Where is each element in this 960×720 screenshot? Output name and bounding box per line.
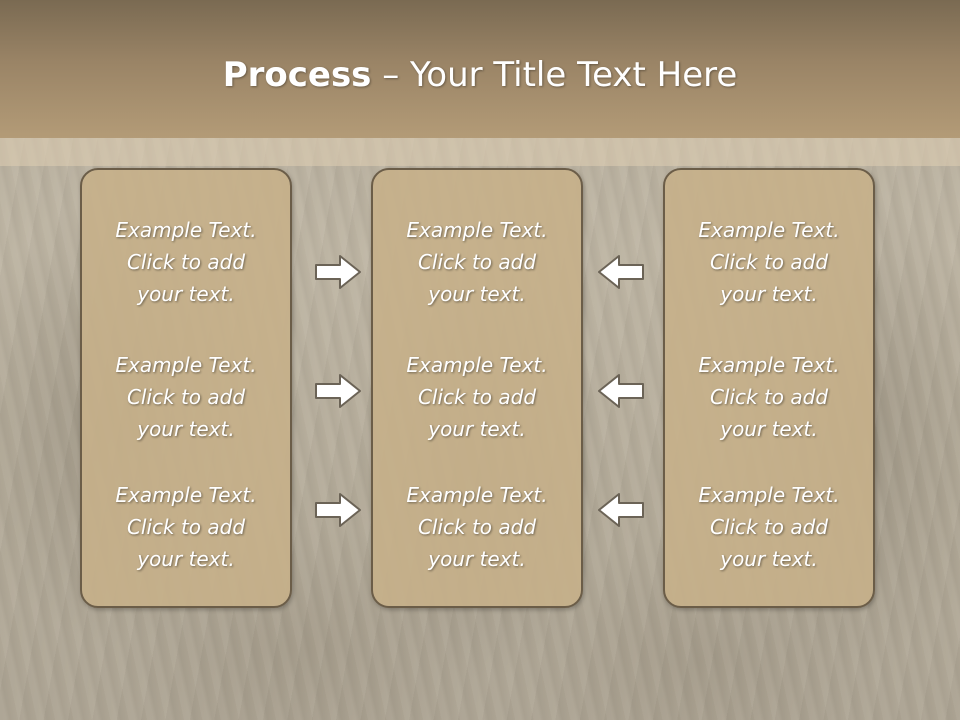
text-line: Click to add	[417, 250, 537, 274]
text-line: Click to add	[417, 515, 537, 539]
text-line: your text.	[137, 417, 235, 441]
text-line: Click to add	[709, 250, 829, 274]
text-line: Example Text.	[698, 353, 840, 377]
text-line: Example Text.	[698, 483, 840, 507]
text-placeholder[interactable]: Example Text. Click to add your text.	[82, 214, 290, 310]
text-line: Click to add	[126, 250, 246, 274]
text-line: your text.	[720, 417, 818, 441]
text-line: your text.	[428, 417, 526, 441]
slide-title[interactable]: Process – Your Title Text Here	[0, 52, 960, 98]
text-line: Click to add	[126, 385, 246, 409]
text-placeholder[interactable]: Example Text. Click to add your text.	[665, 214, 873, 310]
text-line: your text.	[428, 282, 526, 306]
text-line: Click to add	[709, 515, 829, 539]
text-placeholder[interactable]: Example Text. Click to add your text.	[373, 349, 581, 445]
text-placeholder[interactable]: Example Text. Click to add your text.	[373, 479, 581, 575]
text-placeholder[interactable]: Example Text. Click to add your text.	[373, 214, 581, 310]
text-line: Example Text.	[406, 353, 548, 377]
text-line: Example Text.	[115, 353, 257, 377]
text-placeholder[interactable]: Example Text. Click to add your text.	[82, 349, 290, 445]
text-line: Click to add	[126, 515, 246, 539]
header-shadow-band	[0, 138, 960, 166]
arrow-left-icon[interactable]	[597, 372, 645, 410]
title-bold-part: Process	[222, 55, 372, 95]
arrow-left-icon[interactable]	[597, 491, 645, 529]
arrow-right-icon[interactable]	[314, 372, 362, 410]
text-line: your text.	[137, 282, 235, 306]
text-line: Example Text.	[406, 483, 548, 507]
text-placeholder[interactable]: Example Text. Click to add your text.	[665, 349, 873, 445]
text-line: Example Text.	[698, 218, 840, 242]
arrow-right-icon[interactable]	[314, 253, 362, 291]
title-rest-part: – Your Title Text Here	[371, 55, 738, 95]
text-line: your text.	[137, 547, 235, 571]
process-panel-left[interactable]: Example Text. Click to add your text. Ex…	[80, 168, 292, 608]
text-placeholder[interactable]: Example Text. Click to add your text.	[665, 479, 873, 575]
text-line: Example Text.	[115, 483, 257, 507]
arrow-right-icon[interactable]	[314, 491, 362, 529]
text-line: Click to add	[417, 385, 537, 409]
text-line: your text.	[720, 547, 818, 571]
process-panel-right[interactable]: Example Text. Click to add your text. Ex…	[663, 168, 875, 608]
text-line: Click to add	[709, 385, 829, 409]
title-bar: Process – Your Title Text Here	[0, 0, 960, 138]
text-line: your text.	[428, 547, 526, 571]
process-panel-center[interactable]: Example Text. Click to add your text. Ex…	[371, 168, 583, 608]
text-line: your text.	[720, 282, 818, 306]
text-line: Example Text.	[406, 218, 548, 242]
text-placeholder[interactable]: Example Text. Click to add your text.	[82, 479, 290, 575]
arrow-left-icon[interactable]	[597, 253, 645, 291]
text-line: Example Text.	[115, 218, 257, 242]
